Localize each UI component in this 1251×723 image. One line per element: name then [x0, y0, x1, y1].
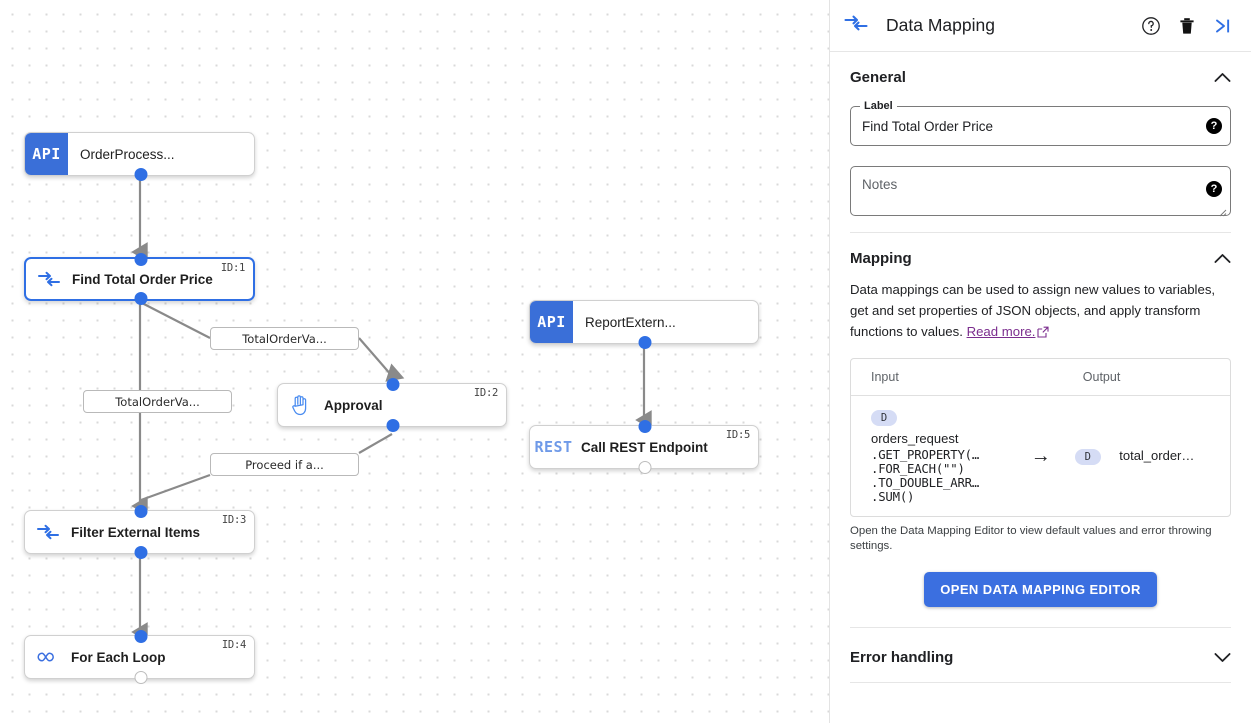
node-report-extern[interactable]: API ReportExtern...	[529, 300, 759, 349]
chevron-up-icon[interactable]	[1213, 68, 1231, 86]
node-id: ID:2	[473, 387, 498, 399]
node-id: ID:5	[725, 429, 750, 441]
panel-header: Data Mapping	[830, 0, 1251, 52]
input-type-badge: D	[871, 410, 897, 426]
open-data-mapping-editor-button[interactable]: OPEN DATA MAPPING EDITOR	[924, 572, 1157, 607]
node-port-bottom[interactable]	[134, 671, 148, 684]
node-port-bottom[interactable]	[386, 419, 400, 432]
node-id: ID:1	[220, 262, 245, 274]
notes-field-placeholder[interactable]: Notes	[862, 177, 898, 192]
chevron-down-icon[interactable]	[1213, 648, 1231, 666]
read-more-link[interactable]: Read more.	[966, 324, 1036, 339]
trash-icon[interactable]	[1173, 12, 1201, 40]
node-port-bottom[interactable]	[638, 336, 652, 349]
loop-icon	[25, 650, 71, 664]
node-id: ID:4	[221, 639, 246, 651]
mapping-description-text: Data mappings can be used to assign new …	[850, 282, 1216, 339]
collapse-panel-icon[interactable]	[1209, 12, 1237, 40]
column-header-input: Input	[851, 359, 1067, 396]
mapping-arrow-icon: →	[1030, 444, 1051, 467]
node-label: OrderProcess...	[80, 146, 175, 162]
label-field-value[interactable]: Find Total Order Price	[862, 118, 994, 134]
table-header-row: Input Output	[851, 359, 1230, 396]
edge-label[interactable]: TotalOrderVa...	[83, 390, 232, 413]
divider	[850, 232, 1231, 233]
node-label: Find Total Order Price	[72, 271, 213, 287]
divider	[850, 682, 1231, 683]
section-title: Error handling	[850, 648, 954, 666]
api-chip: API	[25, 133, 68, 175]
edge-label[interactable]: Proceed if a...	[210, 453, 359, 476]
node-for-each-loop[interactable]: ID:4 For Each Loop	[24, 630, 255, 684]
output-variable: total_order…	[1119, 448, 1195, 463]
output-type-badge: D	[1074, 449, 1101, 465]
node-port-top[interactable]	[134, 630, 148, 643]
data-mapping-icon	[844, 14, 868, 37]
section-title: General	[850, 68, 906, 86]
input-expression: orders_request .GET_PROPERTY(… .FOR_EACH…	[871, 430, 1015, 504]
rest-chip: REST	[534, 438, 573, 456]
node-label: For Each Loop	[71, 649, 166, 665]
node-label: Call REST Endpoint	[581, 439, 708, 455]
node-id: ID:3	[221, 514, 246, 526]
node-port-bottom[interactable]	[134, 168, 148, 181]
data-mapping-icon	[26, 271, 72, 287]
node-filter-external-items[interactable]: ID:3 Filter External Items	[24, 505, 255, 559]
node-order-process[interactable]: API OrderProcess...	[24, 132, 255, 181]
panel-title: Data Mapping	[886, 15, 995, 35]
section-error-handling: Error handling	[830, 628, 1251, 683]
external-link-icon[interactable]	[1037, 323, 1050, 344]
chevron-up-icon[interactable]	[1213, 249, 1231, 267]
edge-label[interactable]: TotalOrderVa...	[210, 327, 359, 350]
mapping-description: Data mappings can be used to assign new …	[850, 279, 1231, 344]
input-function: .GET_PROPERTY(…	[871, 448, 980, 462]
properties-panel: Data Mapping	[830, 0, 1251, 723]
node-port-top[interactable]	[134, 505, 148, 518]
section-general: General Label Find Total Order Price ? N…	[830, 52, 1251, 233]
section-mapping-header[interactable]: Mapping	[850, 249, 1231, 267]
input-function: .SUM()	[871, 490, 915, 504]
node-port-bottom[interactable]	[134, 546, 148, 559]
notes-field[interactable]: Notes ?	[850, 166, 1231, 217]
notes-resize-handle[interactable]	[1218, 204, 1227, 217]
section-general-header[interactable]: General	[850, 68, 1231, 86]
hand-approval-icon	[278, 394, 324, 416]
node-port-top[interactable]	[638, 420, 652, 433]
node-port-top[interactable]	[386, 378, 400, 391]
node-port-bottom[interactable]	[134, 292, 148, 305]
node-approval[interactable]: ID:2 Approval	[277, 378, 507, 432]
label-field[interactable]: Label Find Total Order Price ?	[850, 100, 1231, 146]
mapping-input-cell[interactable]: D orders_request .GET_PROPERTY(… .FOR_EA…	[851, 396, 1015, 516]
divider	[850, 627, 1231, 628]
table-row[interactable]: D orders_request .GET_PROPERTY(… .FOR_EA…	[851, 396, 1230, 516]
edge-layer	[131, 176, 652, 642]
label-field-legend: Label	[860, 100, 897, 112]
mapping-note: Open the Data Mapping Editor to view def…	[850, 525, 1212, 552]
column-header-output: Output	[1066, 359, 1230, 396]
data-mapping-icon	[25, 524, 71, 540]
api-chip: API	[530, 301, 573, 343]
section-error-handling-header[interactable]: Error handling	[850, 648, 1231, 666]
node-call-rest-endpoint[interactable]: ID:5 REST Call REST Endpoint	[529, 420, 759, 474]
section-title: Mapping	[850, 249, 912, 267]
section-mapping: Mapping Data mappings can be used to ass…	[830, 233, 1251, 628]
node-label: Filter External Items	[71, 524, 201, 540]
workflow-canvas[interactable]: API OrderProcess... ID:1 Find Total Orde…	[0, 0, 830, 723]
node-label: ReportExtern...	[585, 314, 676, 330]
label-help-icon[interactable]: ?	[1206, 118, 1222, 134]
node-find-total-order-price[interactable]: ID:1 Find Total Order Price	[24, 253, 255, 305]
input-function: .TO_DOUBLE_ARR…	[871, 476, 980, 490]
help-circle-icon[interactable]	[1137, 12, 1165, 40]
node-port-bottom[interactable]	[638, 461, 652, 474]
input-variable: orders_request	[871, 431, 959, 446]
node-label: Approval	[324, 397, 383, 413]
mapping-output-cell[interactable]: D total_order…	[1067, 396, 1230, 516]
mapping-table: Input Output D orders_request .GET_PROPE…	[850, 358, 1231, 517]
input-function: .FOR_EACH("")	[871, 462, 965, 476]
node-port-top[interactable]	[134, 253, 148, 266]
notes-help-icon[interactable]: ?	[1206, 181, 1222, 197]
